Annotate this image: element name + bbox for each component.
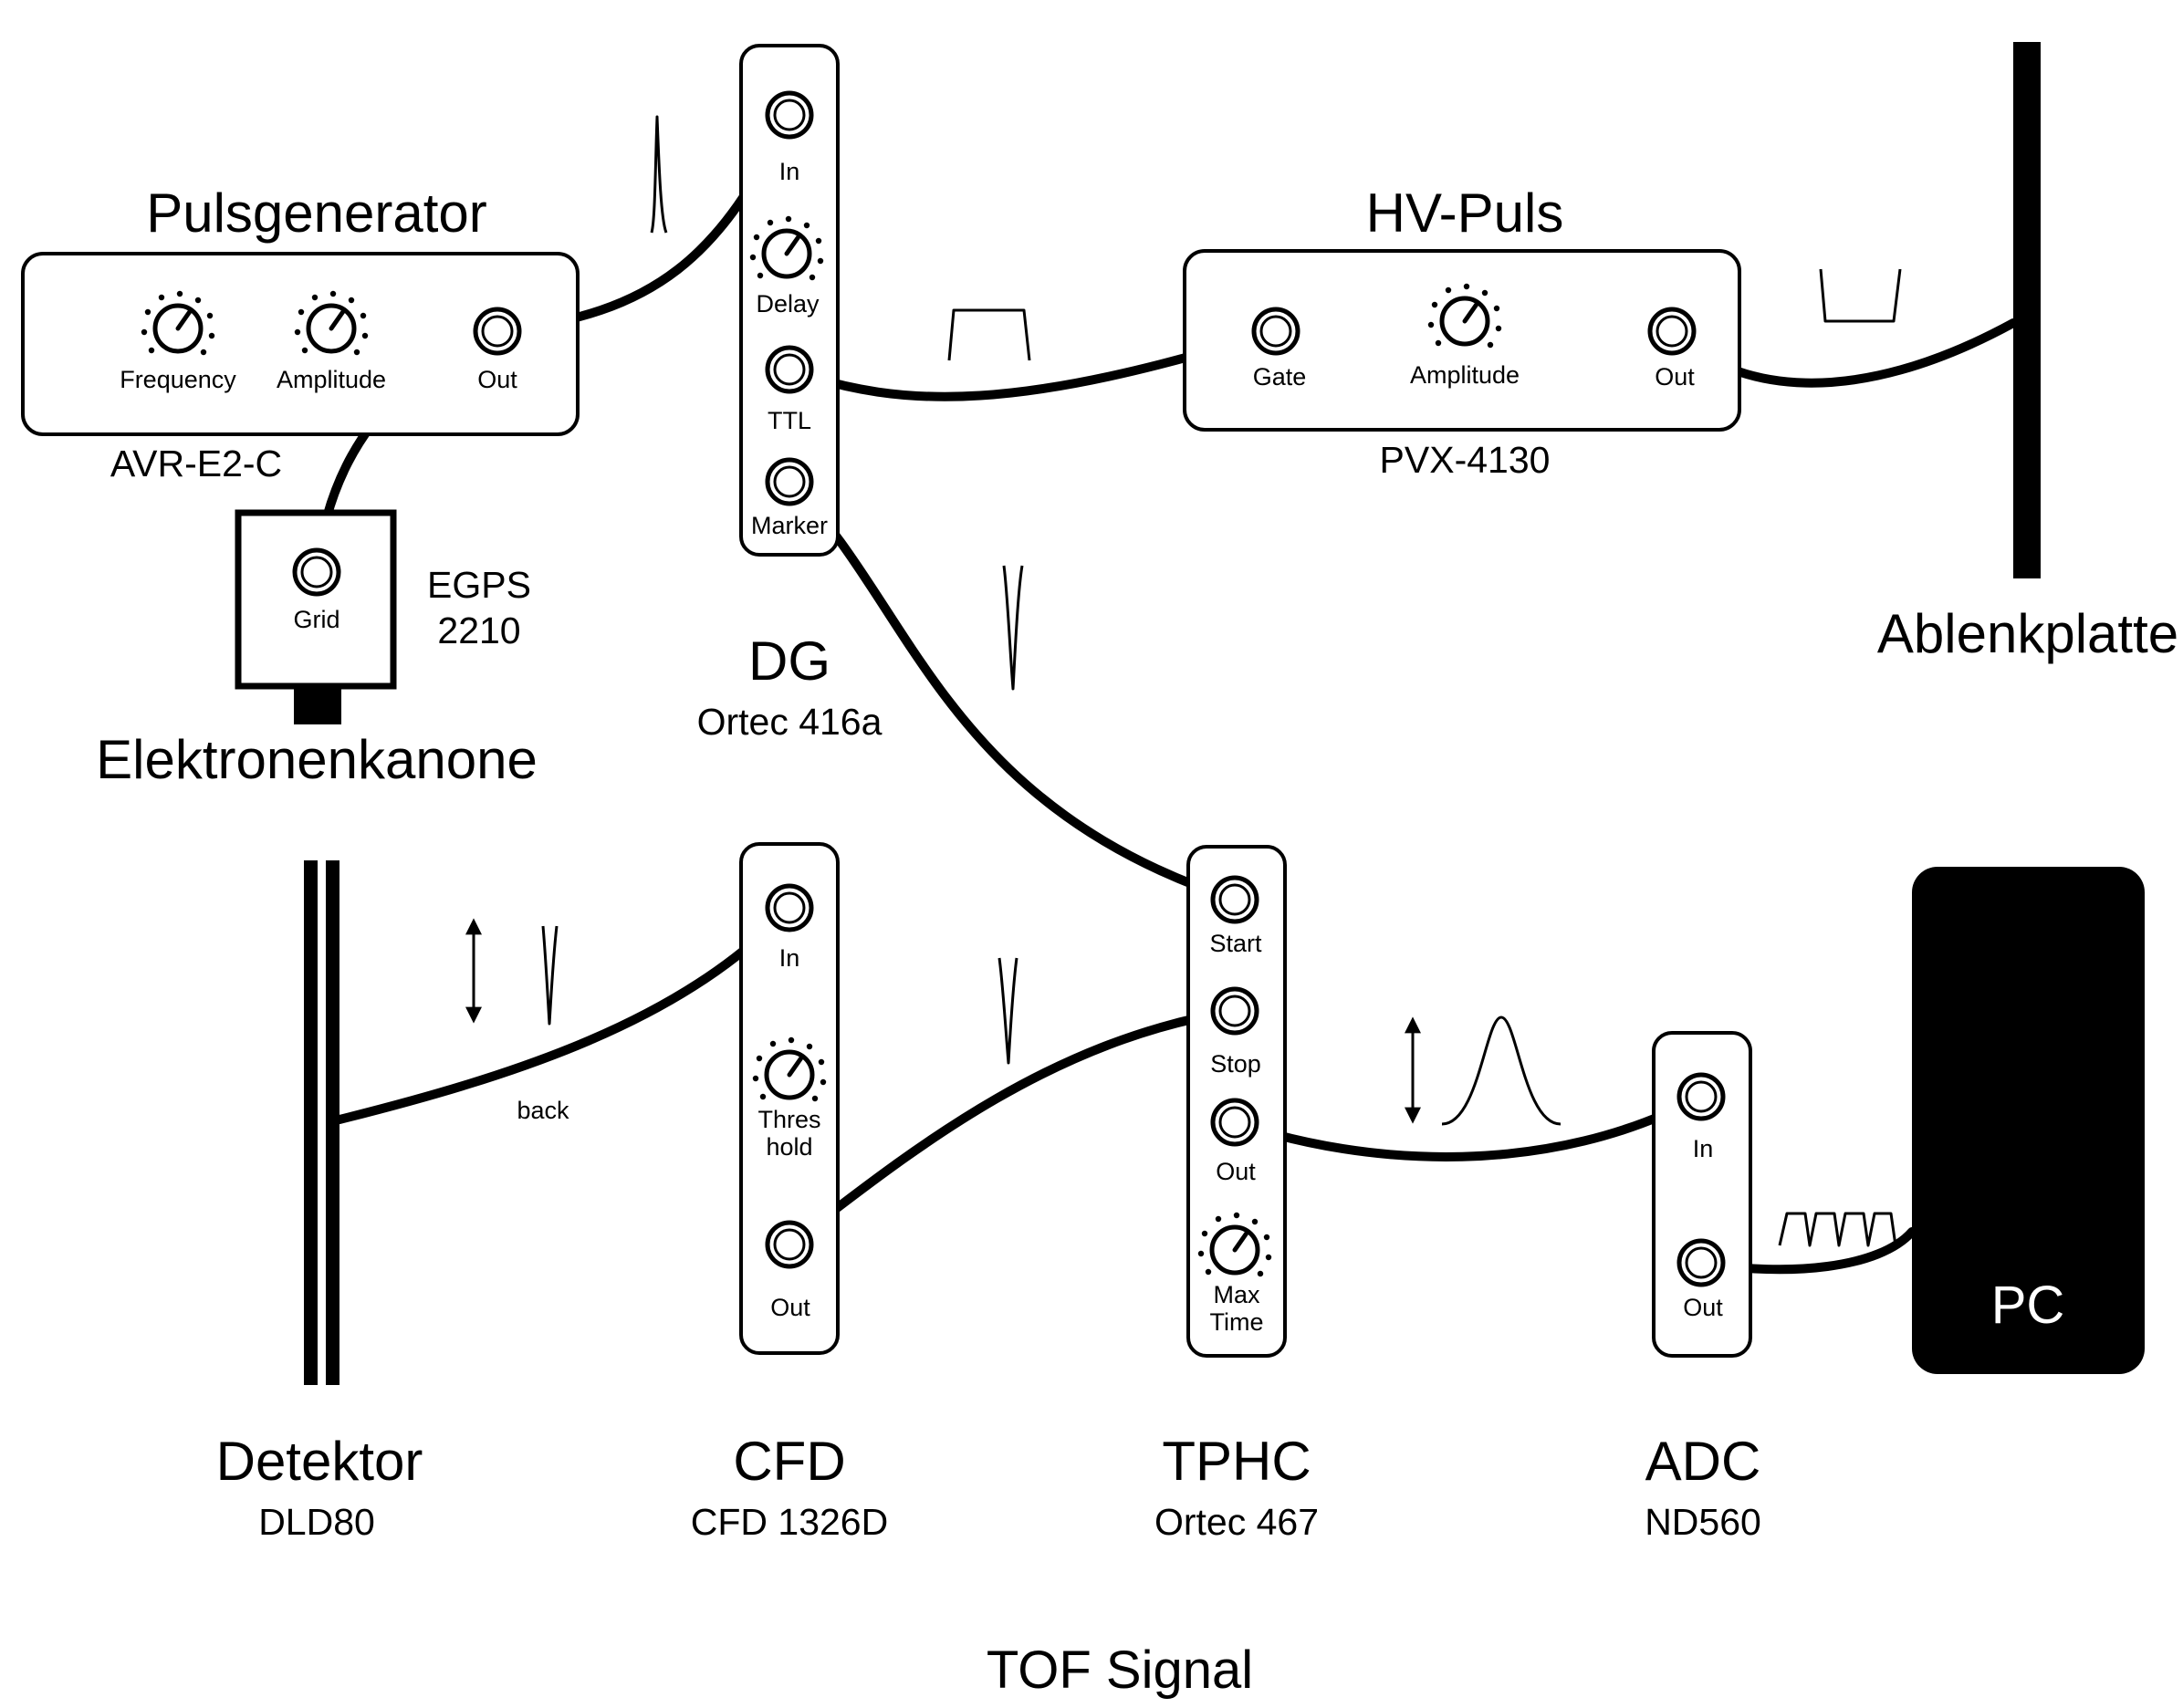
cfd-in-label: In	[779, 944, 800, 972]
egps-foot	[294, 686, 341, 724]
jack-icon[interactable]	[768, 1223, 811, 1266]
tphc-out-label: Out	[1216, 1158, 1256, 1185]
cfd-device: In Thres hold Out CFD CFD 1326D	[691, 842, 888, 1543]
pulsgenerator-device: Pulsgenerator Frequency Amplitude Out AV…	[21, 182, 580, 484]
pc-label: PC	[1991, 1276, 2065, 1335]
jack-icon[interactable]	[768, 348, 811, 391]
pulse-waveform-icon	[947, 308, 1031, 361]
cable-detektor-to-cfd-in	[335, 903, 794, 1124]
tphc-stop-label: Stop	[1210, 1050, 1261, 1078]
pulse-waveform-icon	[997, 957, 1018, 1065]
jack-icon[interactable]	[295, 550, 339, 594]
hvpuls-out-label: Out	[1655, 363, 1695, 391]
pulsgenerator-amplitude-label: Amplitude	[277, 366, 386, 393]
pulsgenerator-model: AVR-E2-C	[110, 443, 282, 484]
jack-icon[interactable]	[475, 309, 519, 353]
jack-icon[interactable]	[1679, 1075, 1723, 1119]
jack-icon[interactable]	[768, 460, 811, 504]
cfd-thres-label: Thres	[757, 1106, 820, 1133]
elektronenkanone-device: Grid EGPS 2210 Elektronenkanone	[96, 509, 538, 790]
egps-box	[235, 509, 397, 690]
pulsgenerator-title: Pulsgenerator	[146, 182, 487, 244]
jack-icon[interactable]	[1679, 1241, 1723, 1285]
dg-box	[739, 44, 840, 557]
jack-icon[interactable]	[768, 886, 811, 930]
pulse-waveform-icon	[1778, 1212, 1897, 1247]
cable-dg-marker-to-tphc-start	[785, 477, 1239, 904]
hvpuls-amplitude-label: Amplitude	[1410, 361, 1520, 389]
egps-line1: EGPS	[427, 564, 531, 606]
ablenkplatte-plate	[2013, 42, 2041, 578]
jack-icon[interactable]	[1650, 309, 1694, 353]
pulse-waveform-icon	[1441, 1015, 1562, 1126]
jack-icon[interactable]	[1213, 989, 1257, 1033]
detektor-plate-right	[326, 860, 339, 1385]
pulsgenerator-frequency-label: Frequency	[120, 366, 236, 393]
hvpuls-model: PVX-4130	[1380, 439, 1551, 481]
adc-in-label: In	[1693, 1135, 1714, 1162]
dg-marker-label: Marker	[751, 512, 828, 539]
hvpuls-gate-label: Gate	[1253, 363, 1307, 391]
hvpuls-title: HV-Puls	[1366, 182, 1564, 244]
jack-icon[interactable]	[1213, 878, 1257, 922]
detektor-device: back Detektor DLD80	[216, 860, 569, 1543]
jack-icon[interactable]	[768, 93, 811, 137]
detektor-title: Detektor	[216, 1431, 423, 1492]
dg-ttl-label: TTL	[768, 407, 811, 434]
detektor-model: DLD80	[258, 1501, 375, 1543]
dg-title: DG	[748, 630, 830, 692]
tphc-model: Ortec 467	[1154, 1501, 1319, 1543]
ablenkplatte-title: Ablenkplatte	[1877, 603, 2178, 664]
pulse-waveform-icon	[650, 115, 668, 234]
tphc-start-label: Start	[1209, 930, 1262, 957]
tphc-time-label: Time	[1210, 1308, 1264, 1336]
egps-line2: 2210	[437, 609, 520, 651]
dg-delay-label: Delay	[756, 290, 820, 318]
adc-box	[1652, 1031, 1752, 1358]
adc-out-label: Out	[1683, 1294, 1723, 1321]
pc-device: PC	[1912, 867, 2145, 1374]
hvpuls-device: HV-Puls Gate Amplitude Out PVX-4130	[1183, 182, 1741, 481]
adc-model: ND560	[1645, 1501, 1761, 1543]
dg-device: In Delay TTL Marker DG Ortec 416a	[697, 44, 883, 743]
dg-in-label: In	[779, 158, 800, 185]
cfd-out-label: Out	[770, 1294, 810, 1321]
pulse-waveform-icon	[541, 925, 559, 1026]
pulse-waveform-icon	[1002, 565, 1024, 691]
pulse-waveform-icon	[1819, 268, 1902, 323]
jack-icon[interactable]	[1254, 309, 1298, 353]
cfd-hold-label: hold	[766, 1133, 812, 1161]
tphc-title: TPHC	[1162, 1431, 1311, 1492]
diagram-caption: TOF Signal	[987, 1640, 1253, 1700]
cable-tphc-out-to-adc-in	[1230, 1092, 1706, 1161]
elektronenkanone-title: Elektronenkanone	[96, 729, 538, 790]
detektor-back-label: back	[517, 1097, 569, 1124]
tphc-device: Start Stop Out Max Time TPHC Ortec 467	[1154, 845, 1319, 1543]
cable-cfd-out-to-tphc-stop	[785, 1006, 1239, 1249]
pc-box	[1912, 867, 2145, 1374]
pulsgenerator-out-label: Out	[477, 366, 517, 393]
dg-model: Ortec 416a	[697, 701, 883, 743]
cfd-model: CFD 1326D	[691, 1501, 888, 1543]
adc-title: ADC	[1645, 1431, 1761, 1492]
egps-grid-label: Grid	[293, 606, 339, 633]
adc-device: In Out ADC ND560	[1645, 1031, 1761, 1543]
detektor-plate-left	[304, 860, 318, 1385]
jack-icon[interactable]	[1213, 1100, 1257, 1144]
cfd-title: CFD	[733, 1431, 845, 1492]
ablenkplatte-device: Ablenkplatte	[1877, 42, 2178, 664]
tphc-max-label: Max	[1213, 1281, 1260, 1308]
